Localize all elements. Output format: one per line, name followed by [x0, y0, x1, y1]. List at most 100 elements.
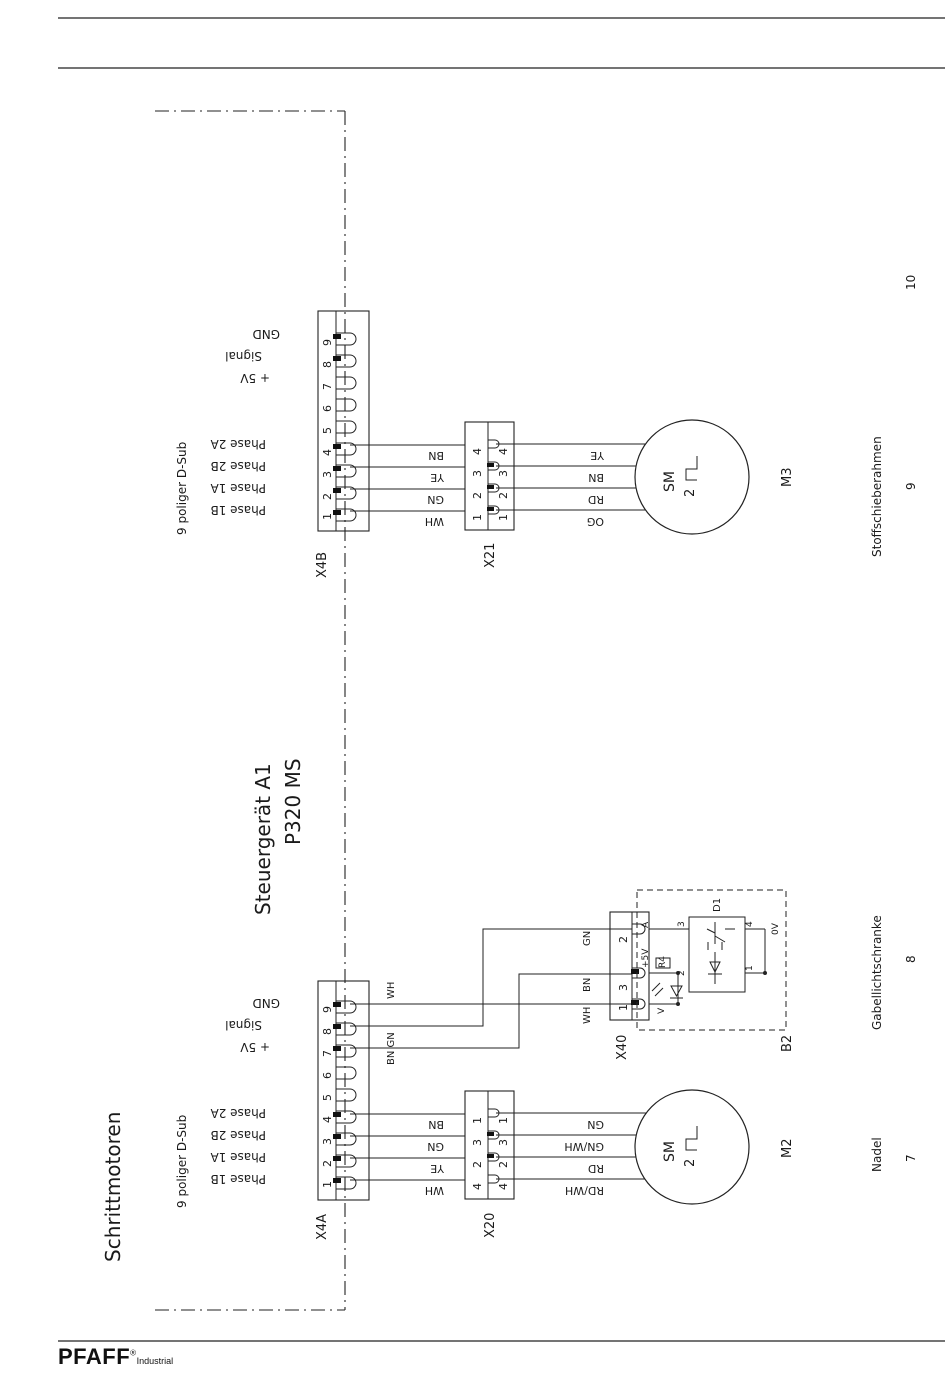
wires-x4a-x40: [350, 928, 632, 1049]
svg-text:6: 6: [321, 1072, 334, 1079]
resistor-r4: R4: [658, 956, 668, 968]
diode-d1: D1: [712, 898, 723, 912]
wires-x20-m2: [496, 1112, 660, 1180]
svg-text:A: A: [641, 921, 651, 928]
svg-text:3: 3: [497, 470, 510, 477]
svg-text:7: 7: [321, 1050, 334, 1057]
svg-text:4: 4: [497, 1183, 510, 1190]
b2-ref: B2: [780, 1035, 795, 1052]
svg-text:SM: SM: [662, 471, 678, 492]
svg-text:+5V: +5V: [641, 948, 651, 968]
svg-text:GN: GN: [587, 1118, 604, 1131]
svg-text:2: 2: [617, 936, 630, 943]
x4b-pin-5: 5: [321, 427, 334, 434]
x4b-ref: X4B: [315, 552, 330, 578]
svg-text:2: 2: [471, 492, 484, 499]
x4b-pin-9: 9: [321, 339, 334, 346]
svg-text:YE: YE: [590, 449, 605, 462]
x4b-type: 9 poliger D-Sub: [175, 442, 189, 535]
brand-mark: ®: [130, 1348, 137, 1358]
x4b-pin-6: 6: [321, 405, 334, 412]
m2-ref: M2: [780, 1139, 795, 1159]
svg-text:3: 3: [617, 984, 630, 991]
svg-text:RD/WH: RD/WH: [565, 1184, 604, 1197]
wires-x4a-x20: [350, 1113, 465, 1181]
svg-text:1: 1: [471, 1117, 484, 1124]
m3-ref: M3: [780, 468, 795, 488]
svg-text:YE: YE: [430, 1162, 445, 1175]
x4a-wire-wh: WH: [386, 982, 397, 999]
x4b-pin-8: 8: [321, 361, 334, 368]
svg-text:WH: WH: [582, 1007, 593, 1024]
function-label-stoffschieberahmen: Stoffschieberahmen: [870, 436, 884, 557]
motor-m2: SM 2 M2: [634, 1089, 795, 1205]
svg-text:BN: BN: [428, 449, 444, 462]
svg-text:OG: OG: [587, 515, 604, 528]
column-number-10: 10: [904, 275, 918, 290]
svg-text:GND: GND: [252, 996, 280, 1010]
svg-text:4: 4: [471, 1183, 484, 1190]
svg-text:BN: BN: [588, 471, 604, 484]
svg-text:1: 1: [497, 1117, 510, 1124]
svg-text:GN: GN: [427, 1140, 444, 1153]
svg-text:SM: SM: [662, 1141, 678, 1162]
svg-text:RD: RD: [588, 1162, 604, 1175]
column-number-9: 9: [904, 482, 918, 490]
x4a-ref: X4A: [315, 1214, 330, 1240]
motor-m3: SM 2 M3: [634, 419, 795, 535]
sensor-b2: D1 R4 3 4 2 1 0V B2: [636, 889, 795, 1052]
controller-name: Steuergerät A1: [251, 763, 275, 915]
function-label-nadel: Nadel: [870, 1137, 884, 1172]
brand-division: Industrial: [136, 1356, 174, 1366]
x4b-signal-labels: Phase 1B Phase 1A Phase 2B Phase 2A + 5V…: [210, 327, 280, 517]
x4b-pin-2: 2: [321, 493, 334, 500]
svg-text:0V: 0V: [771, 922, 781, 935]
svg-text:3: 3: [321, 1138, 334, 1145]
svg-text:V: V: [657, 1007, 667, 1014]
svg-text:3: 3: [471, 470, 484, 477]
svg-text:3: 3: [471, 1139, 484, 1146]
column-number-7: 7: [904, 1154, 918, 1162]
x4b-pin-7: 7: [321, 383, 334, 390]
svg-text:3: 3: [497, 1139, 510, 1146]
pfaff-logo: PFAFF®Industrial: [58, 1344, 173, 1370]
svg-text:1: 1: [321, 1181, 334, 1188]
svg-text:Phase 1B: Phase 1B: [210, 1172, 266, 1186]
x20-ref: X20: [483, 1213, 498, 1238]
x4a-wire-bn-gn: BN GN: [386, 1032, 397, 1065]
svg-text:2: 2: [471, 1161, 484, 1168]
column-number-8: 8: [904, 955, 918, 963]
x21-ref: X21: [483, 543, 498, 568]
svg-text:Signal: Signal: [225, 349, 262, 363]
connector-x21: 1 2 3 4 1 2 3 4 X21: [464, 421, 515, 568]
svg-text:9: 9: [321, 1006, 334, 1013]
svg-text:2: 2: [497, 492, 510, 499]
x20-wire-colors-in: WH YE GN BN: [425, 1118, 445, 1197]
x4b-pin-4: 4: [321, 449, 334, 456]
svg-text:1: 1: [745, 965, 755, 971]
svg-text:WH: WH: [425, 515, 444, 528]
svg-text:RD: RD: [588, 493, 604, 506]
svg-text:+ 5V: + 5V: [239, 1040, 270, 1054]
svg-text:GN: GN: [582, 931, 593, 946]
svg-text:Phase 2B: Phase 2B: [210, 1128, 266, 1142]
svg-text:5: 5: [321, 1094, 334, 1101]
svg-text:+ 5V: + 5V: [239, 371, 270, 385]
x4a-signal-labels: Phase 1B Phase 1A Phase 2B Phase 2A + 5V…: [210, 996, 280, 1186]
wires-x4b-x21: [350, 444, 465, 512]
x21-wire-colors-out: OG RD BN YE: [587, 449, 605, 528]
svg-text:2: 2: [683, 489, 698, 497]
svg-text:Phase 1B: Phase 1B: [210, 503, 266, 517]
wires-x21-m3: [496, 443, 660, 511]
svg-text:2: 2: [497, 1161, 510, 1168]
svg-text:8: 8: [321, 1028, 334, 1035]
svg-text:GND: GND: [252, 327, 280, 341]
controller-boundary: [155, 110, 346, 1311]
x20-wire-colors-out: RD/WH RD GN/WH GN: [564, 1118, 604, 1197]
svg-text:BN: BN: [428, 1118, 444, 1131]
connector-x40: 1 3 2 V +5V A X40: [609, 911, 667, 1060]
svg-text:2: 2: [677, 970, 687, 976]
svg-text:1: 1: [497, 514, 510, 521]
svg-text:Phase 1A: Phase 1A: [210, 1150, 266, 1164]
